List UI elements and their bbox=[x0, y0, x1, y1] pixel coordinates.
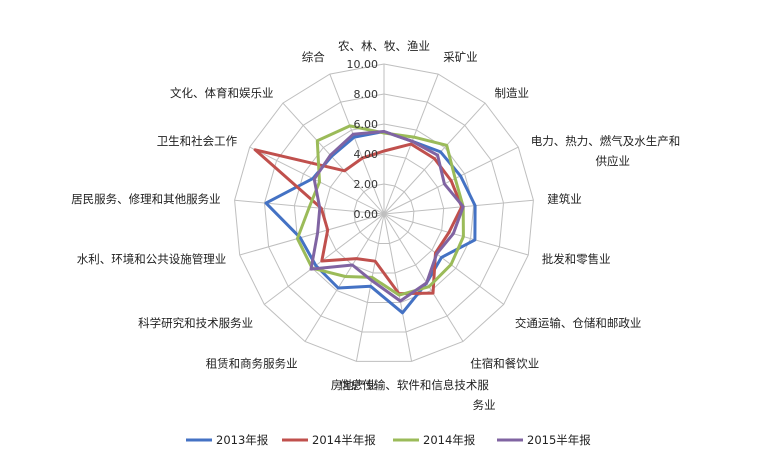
legend: 2013年报 2014半年报 2014年报 2015半年报 bbox=[186, 433, 591, 447]
category-label: 采矿业 bbox=[443, 50, 478, 64]
grid-spoke bbox=[383, 213, 529, 256]
category-label: 房地产业 bbox=[331, 378, 377, 392]
radar-series bbox=[253, 124, 477, 315]
category-label: 居民服务、修理和其他服务业 bbox=[71, 192, 221, 206]
category-label: 建筑业 bbox=[547, 192, 582, 206]
tick-label: 6.00 bbox=[354, 118, 379, 131]
grid-ring bbox=[293, 123, 475, 303]
grid-ring bbox=[353, 183, 415, 244]
legend-label: 2015半年报 bbox=[527, 433, 591, 447]
grid-spoke bbox=[383, 213, 413, 362]
series-line-3 bbox=[295, 124, 465, 297]
category-labels: 农、林、牧、渔业采矿业制造业电力、热力、燃气及水生产和供应业建筑业批发和零售业交… bbox=[71, 39, 680, 412]
series-line-4 bbox=[309, 130, 465, 303]
category-label: 交通运输、仓储和邮政业 bbox=[515, 316, 642, 330]
grid-spoke bbox=[282, 102, 385, 215]
grid-spoke bbox=[239, 213, 385, 256]
category-label-line: 务业 bbox=[473, 398, 496, 412]
grid-spoke bbox=[249, 146, 385, 215]
radar-grid bbox=[234, 63, 534, 362]
category-label: 农、林、牧、渔业 bbox=[338, 39, 430, 53]
tick-label: 4.00 bbox=[354, 148, 379, 161]
legend-label: 2014半年报 bbox=[312, 433, 376, 447]
grid-spoke bbox=[263, 213, 385, 305]
grid-spoke bbox=[383, 213, 464, 342]
category-label-line: 信息传输、软件和信息技术服 bbox=[339, 378, 489, 392]
category-label: 水利、环境和公共设施管理业 bbox=[77, 252, 227, 266]
category-label: 电力、热力、燃气及水生产和供应业 bbox=[531, 134, 681, 168]
category-label: 住宿和餐饮业 bbox=[470, 356, 539, 370]
category-label-line: 电力、热力、燃气及水生产和 bbox=[531, 134, 681, 148]
category-label: 信息传输、软件和信息技术服务业 bbox=[339, 378, 495, 412]
category-label: 卫生和社会工作 bbox=[157, 134, 238, 148]
category-label: 综合 bbox=[302, 50, 325, 64]
grid-spoke bbox=[329, 73, 385, 215]
grid-spoke bbox=[383, 199, 534, 215]
legend-label: 2013年报 bbox=[216, 433, 269, 447]
category-label: 租赁和商务服务业 bbox=[206, 356, 298, 370]
tick-label: 8.00 bbox=[354, 88, 379, 101]
category-label: 文化、体育和娱乐业 bbox=[170, 86, 274, 100]
tick-label: 2.00 bbox=[354, 178, 379, 191]
legend-label: 2014年报 bbox=[423, 433, 476, 447]
category-label: 制造业 bbox=[495, 86, 530, 100]
category-label: 科学研究和技术服务业 bbox=[138, 316, 253, 330]
tick-label: 10.00 bbox=[347, 58, 379, 71]
grid-ring bbox=[234, 63, 534, 362]
radial-tick-labels: 0.00 2.00 4.00 6.00 8.00 10.00 bbox=[347, 58, 379, 221]
category-label-line: 供应业 bbox=[596, 154, 631, 168]
grid-spoke bbox=[383, 213, 505, 305]
category-label: 批发和零售业 bbox=[542, 252, 611, 266]
series-line-2 bbox=[253, 142, 464, 296]
tick-label: 0.00 bbox=[354, 208, 379, 221]
